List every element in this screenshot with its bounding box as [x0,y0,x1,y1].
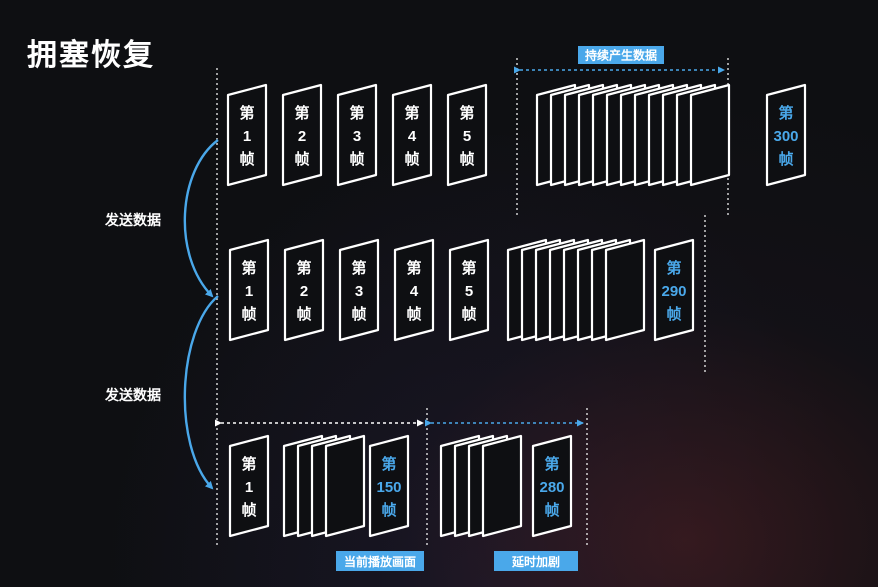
send-data-label-1: 发送数据 [104,212,161,228]
current-playing-range: 当前播放画面 [215,419,424,571]
row2-frame-last-suffix: 帧 [666,306,681,323]
row3-frame-first-number: 1 [245,479,253,496]
row2-frame-last-prefix: 第 [666,259,681,277]
delay-tag [494,551,578,571]
row1-frame-last-number: 300 [773,128,798,145]
row1-frame-3-prefix: 第 [349,104,364,122]
row1-frame-1-prefix: 第 [239,104,254,122]
row2-stack-frame-8 [604,238,646,342]
row2-frame-3-suffix: 帧 [351,306,366,323]
row2-frame-last [653,238,695,342]
delay-range: 延时加剧 [425,419,584,571]
row1-frame-4-number: 4 [408,128,417,145]
row2-frame-3-number: 3 [355,283,363,300]
row1-frame-1-suffix: 帧 [239,151,254,168]
row2-frame-4-suffix: 帧 [406,306,421,323]
row1-frame-2-number: 2 [298,128,306,145]
producing-tag-text: 持续产生数据 [585,48,657,63]
producing-tag [578,46,664,64]
row3-stack-a-frame-4 [324,434,366,538]
send-data-label-2: 发送数据 [104,387,161,403]
row3-stack-b-frame-4 [481,434,523,538]
row3-frame-mid-number: 150 [376,479,401,496]
row1-stack-frame-12 [689,83,731,187]
row1-frame-3 [336,83,378,187]
row2-frame-1-prefix: 第 [241,259,256,277]
row1-frame-2-prefix: 第 [294,104,309,122]
row2-frame-4-prefix: 第 [406,259,421,277]
row2-frame-3 [338,238,380,342]
row2-frame-last-number: 290 [661,283,686,300]
row2-frame-1 [228,238,270,342]
row3-frame-first [228,434,270,538]
row2-frame-2 [283,238,325,342]
row1-frame-4 [391,83,433,187]
row2-frame-4 [393,238,435,342]
row2-frame-2-prefix: 第 [296,259,311,277]
row1-frame-4-prefix: 第 [404,104,419,122]
row2-frame-4-number: 4 [410,283,419,300]
row1-frame-5-suffix: 帧 [459,151,474,168]
current-playing-tag [336,551,424,571]
row1-frame-1 [226,83,268,187]
row2-frame-1-suffix: 帧 [241,306,256,323]
row1-frame-5 [446,83,488,187]
row1-frame-2-suffix: 帧 [294,151,309,168]
producing-range: 持续产生数据 [514,46,725,74]
row3-frame-mid-suffix: 帧 [381,502,396,519]
row3-frame-last-prefix: 第 [544,455,559,473]
row1-frame-1-number: 1 [243,128,251,145]
row1-frame-last-suffix: 帧 [778,151,793,168]
row3-frame-mid-prefix: 第 [381,455,396,473]
current-playing-tag-text: 当前播放画面 [344,554,416,569]
row3-frame-last-suffix: 帧 [544,502,559,519]
row1-frame-5-number: 5 [463,128,471,145]
row2-frame-5-suffix: 帧 [461,306,476,323]
frames-layer: 第1帧第2帧第3帧第4帧第5帧第300帧第1帧第2帧第3帧第4帧第5帧第290帧… [226,83,807,538]
row1-frame-3-number: 3 [353,128,361,145]
row1-frame-2 [281,83,323,187]
row3-frame-last-number: 280 [539,479,564,496]
row2-frame-3-prefix: 第 [351,259,366,277]
row1-frame-last [765,83,807,187]
send-data-arrows [183,139,219,490]
row3-frame-last [531,434,573,538]
row3-frame-first-prefix: 第 [241,455,256,473]
page-title: 拥塞恢复 [27,39,155,72]
row2-frame-2-number: 2 [300,283,308,300]
delay-tag-text: 延时加剧 [511,554,560,569]
row2-frame-2-suffix: 帧 [296,306,311,323]
row1-frame-4-suffix: 帧 [404,151,419,168]
row2-frame-5-prefix: 第 [461,259,476,277]
row2-frame-5-number: 5 [465,283,473,300]
send-arrow-2 [183,295,219,490]
row1-frame-5-prefix: 第 [459,104,474,122]
row1-frame-last-prefix: 第 [778,104,793,122]
row3-frame-first-suffix: 帧 [241,502,256,519]
row2-frame-5 [448,238,490,342]
row2-frame-1-number: 1 [245,283,253,300]
row3-frame-mid [368,434,410,538]
send-arrow-1 [183,139,219,298]
row1-frame-3-suffix: 帧 [349,151,364,168]
